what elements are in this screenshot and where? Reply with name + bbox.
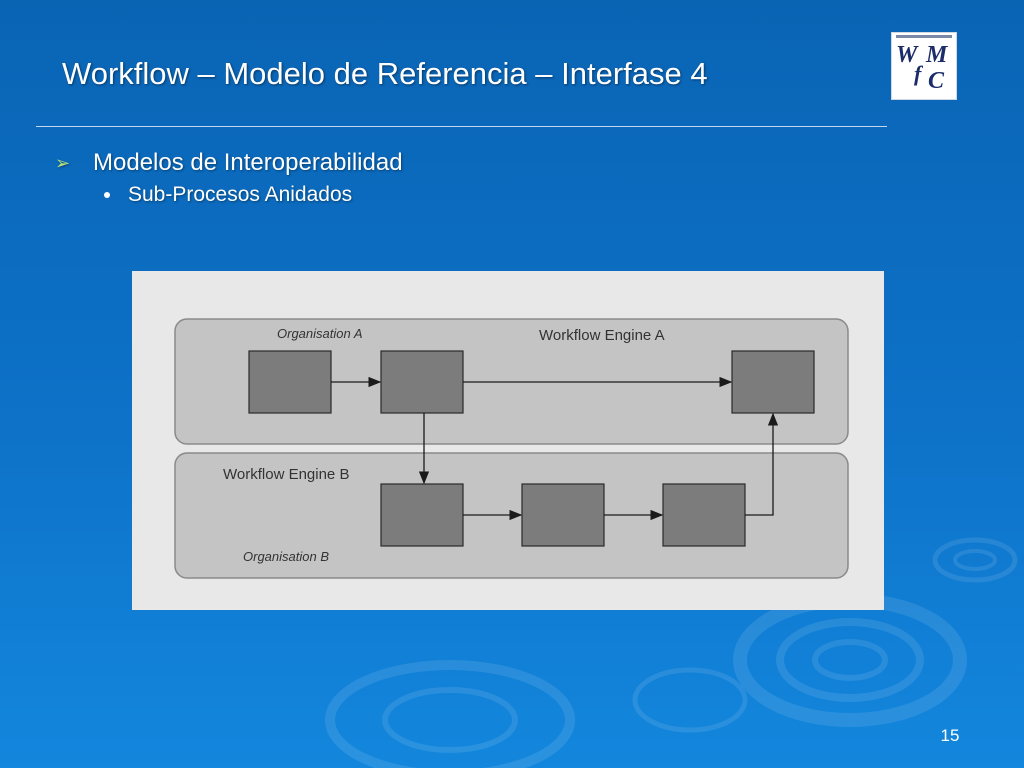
dot-bullet-icon xyxy=(104,192,110,198)
process-box xyxy=(731,350,815,414)
title-divider xyxy=(36,126,887,127)
wfmc-logo: W f M C xyxy=(892,33,956,99)
org-b-label: Organisation B xyxy=(243,549,329,564)
bullet-level-1: ➢ Modelos de Interoperabilidad xyxy=(55,149,403,177)
org-a-label: Organisation A xyxy=(277,326,363,341)
process-box xyxy=(662,483,746,547)
page-number: 15 xyxy=(940,726,960,745)
logo-caption-line xyxy=(896,35,952,38)
sub-bullet-text: Sub-Procesos Anidados xyxy=(128,183,353,206)
process-box xyxy=(380,350,464,414)
process-box xyxy=(521,483,605,547)
logo-letter-w: W xyxy=(896,42,918,68)
slide-title: Workflow – Modelo de Referencia – Interf… xyxy=(62,56,708,91)
logo-letter-c: C xyxy=(928,68,945,94)
interoperability-diagram: Organisation A Workflow Engine A Workflo… xyxy=(132,271,884,610)
logo-letter-f: f xyxy=(914,61,922,86)
process-box xyxy=(380,483,464,547)
connector-arrow xyxy=(745,412,779,516)
engine-b-label: Workflow Engine B xyxy=(223,466,349,483)
engine-a-label: Workflow Engine A xyxy=(539,327,665,344)
bullet-text: Modelos de Interoperabilidad xyxy=(93,149,403,176)
process-box xyxy=(248,350,332,414)
arrow-bullet-icon: ➢ xyxy=(55,152,71,173)
bullet-level-2: Sub-Procesos Anidados xyxy=(104,183,352,207)
logo-letter-m: M xyxy=(926,42,948,68)
